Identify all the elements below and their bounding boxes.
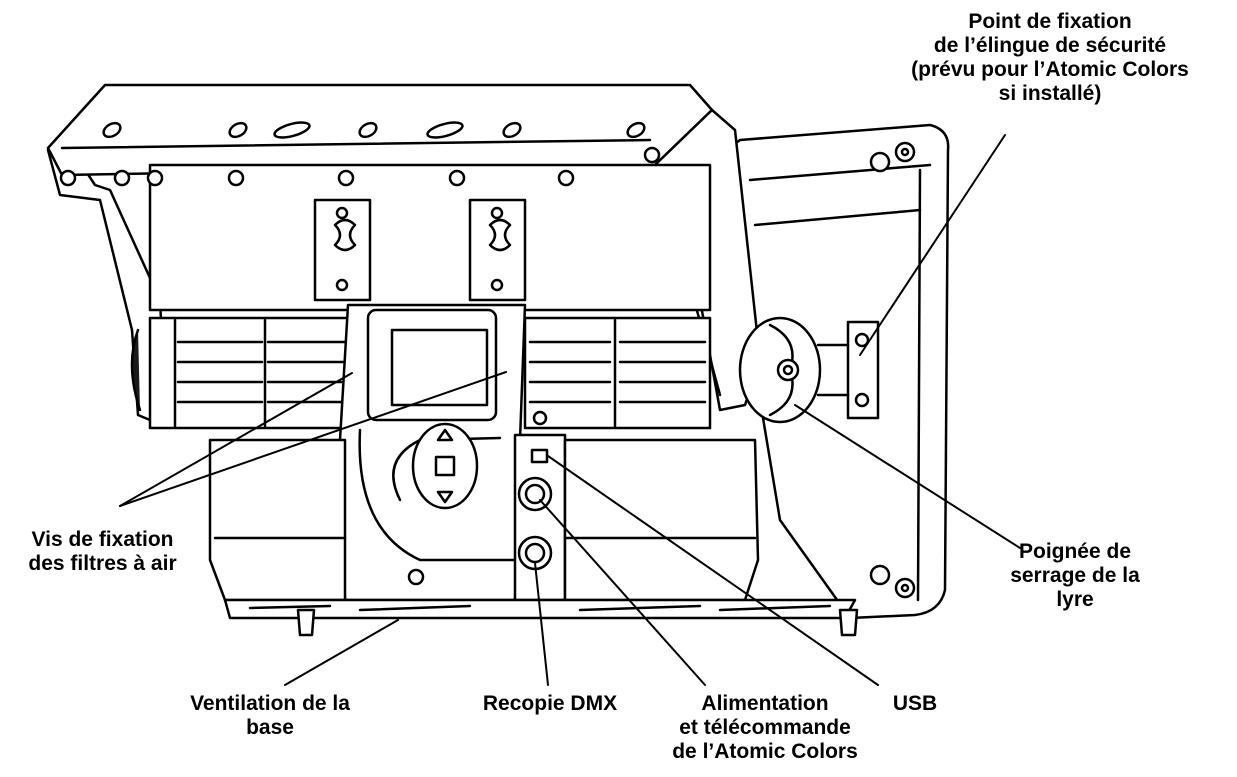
label-line: de l’Atomic Colors xyxy=(672,740,858,763)
label-line: et télécommande xyxy=(679,716,851,739)
label-line: Point de fixation xyxy=(968,10,1132,33)
label-line: (prévu pour l’Atomic Colors xyxy=(911,58,1189,81)
label-line: lyre xyxy=(1056,588,1094,611)
label-line: Alimentation xyxy=(701,692,829,715)
label-yoke-handle: Poignée de serrage de la lyre xyxy=(1000,540,1150,612)
upper-body xyxy=(59,163,712,312)
label-line: USB xyxy=(892,692,938,715)
connector-panel xyxy=(513,433,567,602)
control-panel xyxy=(338,303,527,602)
label-line: Poignée de xyxy=(1018,540,1132,563)
label-line: Recopie DMX xyxy=(482,692,618,715)
label-dmx-thru: Recopie DMX xyxy=(475,692,625,716)
label-line: base xyxy=(246,716,294,739)
label-usb: USB xyxy=(880,692,950,716)
label-line: Ventilation de la xyxy=(190,692,350,715)
label-safety-cable-point: Point de fixation de l’élingue de sécuri… xyxy=(875,10,1225,106)
lower-body xyxy=(208,438,760,602)
leader-lines xyxy=(119,134,1021,686)
label-base-vent: Ventilation de la base xyxy=(165,692,375,740)
label-line: Vis de fixation xyxy=(31,528,174,551)
top-bar xyxy=(46,83,714,177)
label-line: si installé) xyxy=(998,82,1102,105)
label-line: des filtres à air xyxy=(28,552,177,575)
label-line: de l’élingue de sécurité xyxy=(933,34,1167,57)
label-filter-screws: Vis de fixation des filtres à air xyxy=(0,528,205,576)
yoke-lock-handle xyxy=(738,316,880,424)
left-air-filter xyxy=(148,316,365,430)
yoke-plate xyxy=(698,123,950,620)
right-air-filter xyxy=(501,316,712,430)
label-line: serrage de la xyxy=(1010,564,1140,587)
label-atomic-power: Alimentation et télécommande de l’Atomic… xyxy=(650,692,880,764)
